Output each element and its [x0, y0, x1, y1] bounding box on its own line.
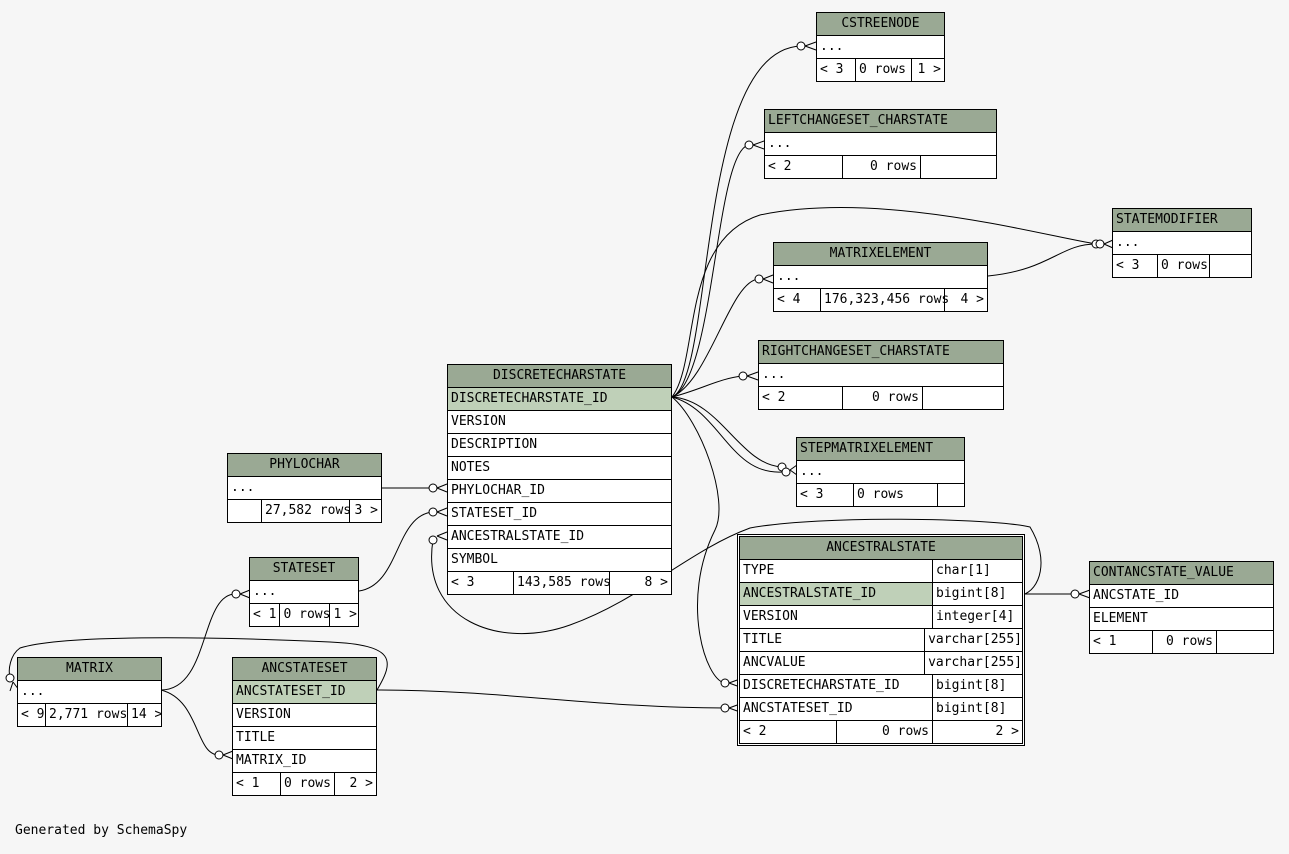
table-rightchangeset-charstate[interactable]: RIGHTCHANGESET_CHARSTATE ... < 2 0 rows — [758, 340, 1004, 410]
edge-stepmatrix-b — [671, 396, 783, 473]
edge-matrixelement — [671, 278, 760, 398]
edge-stepmatrix-a — [671, 396, 783, 468]
table-footer: < 3 0 rows 1 > — [817, 59, 944, 81]
table-row: VERSION — [448, 411, 671, 434]
table-footer: < 2 0 rows — [765, 156, 996, 178]
table-title: DISCRETECHARSTATE — [448, 365, 671, 388]
table-row: ... — [18, 681, 161, 704]
table-stepmatrixelement[interactable]: STEPMATRIXELEMENT ... < 3 0 rows — [796, 437, 965, 507]
table-ancstateset[interactable]: ANCSTATESET ANCSTATESET_ID VERSION TITLE… — [232, 657, 377, 796]
edge-dcs-ancestralstate — [431, 518, 1042, 635]
table-title: STATEMODIFIER — [1113, 209, 1251, 232]
edge-matrix-stateset — [160, 593, 237, 691]
table-row: DESCRIPTION — [448, 434, 671, 457]
table-row: ... — [1113, 232, 1251, 255]
table-discretecharstate[interactable]: DISCRETECHARSTATE DISCRETECHARSTATE_ID V… — [447, 364, 672, 595]
edge-cstreenode — [671, 45, 802, 398]
table-stateset[interactable]: STATESET ... < 1 0 rows 1 > — [249, 557, 359, 627]
table-cstreenode[interactable]: CSTREENODE ... < 3 0 rows 1 > — [816, 12, 945, 82]
table-footer: < 9 2,771 rows 14 > — [18, 704, 162, 726]
table-title: CONTANCSTATE_VALUE — [1090, 562, 1273, 585]
edge-statemodifier-a — [671, 207, 1097, 398]
table-matrix[interactable]: MATRIX ... < 9 2,771 rows 14 > — [17, 657, 162, 727]
table-title: LEFTCHANGESET_CHARSTATE — [765, 110, 996, 133]
table-row: ... — [250, 581, 358, 604]
edge-stateset — [358, 511, 434, 592]
table-matrixelement[interactable]: MATRIXELEMENT ... < 4 176,323,456 rows 4… — [773, 242, 988, 312]
table-row: DISCRETECHARSTATE_ID — [448, 388, 671, 411]
table-title: RIGHTCHANGESET_CHARSTATE — [759, 341, 1003, 364]
table-row: SYMBOL — [448, 549, 671, 572]
table-row: ... — [228, 477, 381, 500]
table-footer: < 3 0 rows — [797, 484, 964, 506]
table-footer: < 2 0 rows 2 > — [740, 721, 1022, 743]
generated-by-label: Generated by SchemaSpy — [15, 823, 188, 838]
table-footer: < 1 0 rows 1 > — [250, 604, 358, 626]
table-leftchangeset-charstate[interactable]: LEFTCHANGESET_CHARSTATE ... < 2 0 rows — [764, 109, 997, 179]
table-row: MATRIX_ID — [233, 750, 376, 773]
edge-matrix-ancstateset — [160, 689, 220, 756]
table-row: ... — [817, 36, 944, 59]
edge-leftchangeset — [671, 144, 750, 398]
edge-ancstateset-ancestralstate — [376, 689, 726, 709]
table-title: CSTREENODE — [817, 13, 944, 36]
edge-rightchangeset — [671, 375, 744, 398]
table-title: PHYLOCHAR — [228, 454, 381, 477]
table-row: ... — [759, 364, 1003, 387]
table-row: ANCSTATE_ID — [1090, 585, 1273, 608]
table-row: TITLE — [233, 727, 376, 750]
table-phylochar[interactable]: PHYLOCHAR ... 27,582 rows 3 > — [227, 453, 382, 523]
table-row: ... — [797, 461, 964, 484]
table-row: ANCSTATESET_ID — [233, 681, 376, 704]
edge-ancstateset-loop — [8, 637, 388, 691]
table-footer: < 1 0 rows 2 > — [233, 773, 376, 795]
table-row: ANCESTRALSTATE_ID — [448, 526, 671, 549]
table-title: ANCSTATESET — [233, 658, 376, 681]
table-footer: < 4 176,323,456 rows 4 > — [774, 289, 987, 311]
table-row: ... — [774, 266, 987, 289]
table-row: NOTES — [448, 457, 671, 480]
table-footer: 27,582 rows 3 > — [228, 500, 381, 522]
table-statemodifier[interactable]: STATEMODIFIER ... < 3 0 rows — [1112, 208, 1252, 278]
table-title: ANCESTRALSTATE — [740, 537, 1022, 560]
table-row: STATESET_ID — [448, 503, 671, 526]
table-title: MATRIX — [18, 658, 161, 681]
table-title: STATESET — [250, 558, 358, 581]
table-row: VERSION — [233, 704, 376, 727]
table-footer: < 3 143,585 rows 8 > — [448, 572, 671, 594]
edge-ancestralstate-dcs — [671, 396, 726, 684]
table-footer: < 2 0 rows — [759, 387, 1003, 409]
table-title: STEPMATRIXELEMENT — [797, 438, 964, 461]
table-row: ... — [765, 133, 996, 156]
table-row: PHYLOCHAR_ID — [448, 480, 671, 503]
table-contancstate-value[interactable]: CONTANCSTATE_VALUE ANCSTATE_ID ELEMENT <… — [1089, 561, 1274, 654]
table-row: ELEMENT — [1090, 608, 1273, 631]
table-footer: < 1 0 rows — [1090, 631, 1273, 653]
table-title: MATRIXELEMENT — [774, 243, 987, 266]
edge-matrixelement-statemodifier — [987, 243, 1097, 277]
table-footer: < 3 0 rows — [1113, 255, 1251, 277]
